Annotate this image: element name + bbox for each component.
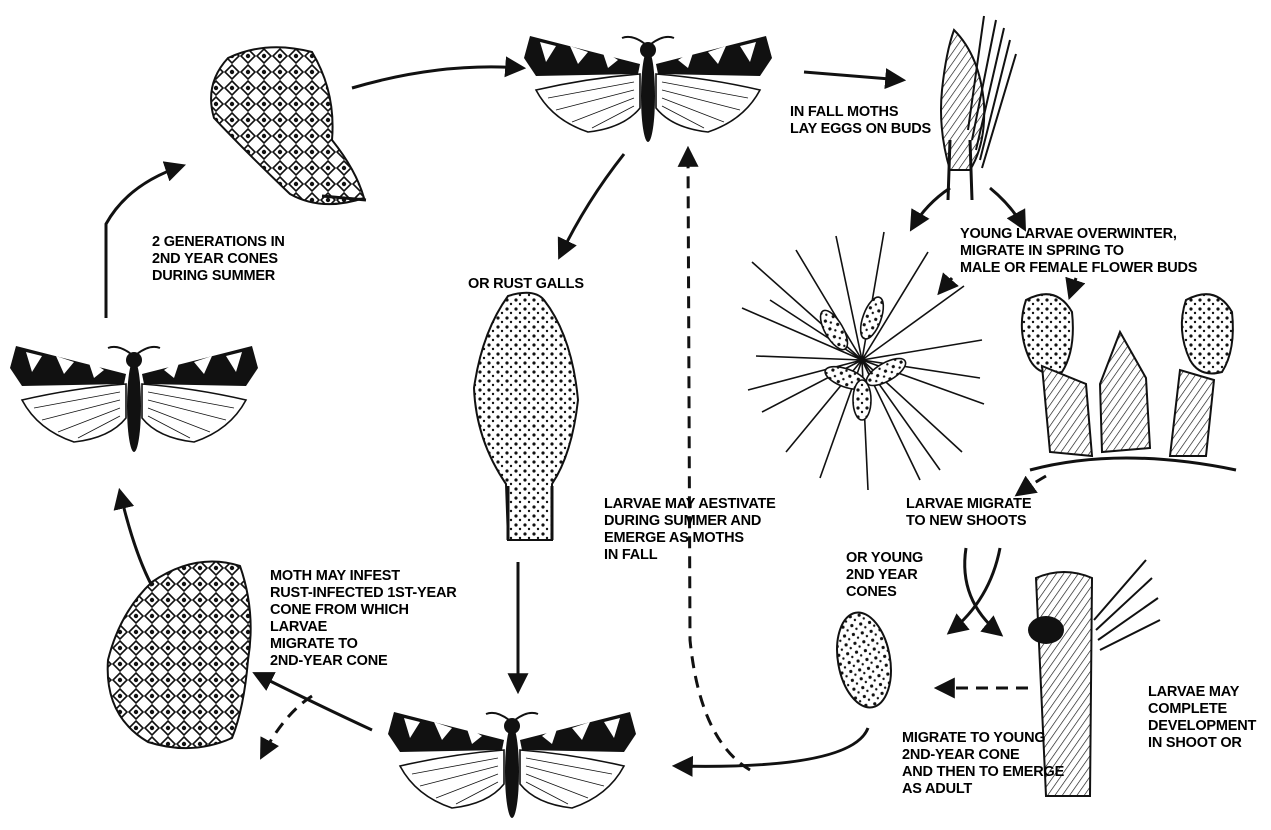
label-rust-galls: OR RUST GALLS <box>468 276 584 293</box>
moth-top <box>524 36 772 142</box>
label-migrate-young: MIGRATE TO YOUNG 2ND-YEAR CONE AND THEN … <box>902 730 1064 798</box>
moth-bottom <box>388 712 636 818</box>
label-rust-infected: MOTH MAY INFEST RUST-INFECTED 1ST-YEAR C… <box>270 568 457 670</box>
young-second-year-cone <box>830 608 898 712</box>
arrow-to-shoot <box>965 548 1000 634</box>
moth-left <box>10 346 258 452</box>
arrow-cone-to-moth <box>352 67 522 88</box>
arrow-to-adult <box>676 728 868 766</box>
female-flower-buds <box>1022 294 1236 470</box>
label-fall-eggs: IN FALL MOTHS LAY EGGS ON BUDS <box>790 104 931 138</box>
male-flower-cluster <box>742 232 984 490</box>
label-aestivate: LARVAE MAY AESTIVATE DURING SUMMER AND E… <box>604 496 776 564</box>
label-new-shoots: LARVAE MIGRATE TO NEW SHOOTS <box>906 496 1031 530</box>
arrow-moth-to-first-cone <box>256 674 372 730</box>
rust-gall <box>474 293 578 540</box>
label-young-cones: OR YOUNG 2ND YEAR CONES <box>846 550 923 601</box>
arrow-aestivate <box>688 150 750 770</box>
arrow-moth-to-gall <box>560 154 624 256</box>
label-complete-development: LARVAE MAY COMPLETE DEVELOPMENT IN SHOOT… <box>1148 684 1256 752</box>
first-year-cone-bottom <box>108 562 251 749</box>
dashed-arrows <box>262 150 1076 770</box>
second-year-cone-top <box>211 47 366 204</box>
arrow-to-cluster <box>940 278 952 292</box>
arrow-moth-to-bud <box>804 72 902 80</box>
arrow-bud-to-female <box>990 188 1024 228</box>
arrow-bud-to-cluster <box>912 188 950 228</box>
arrow-to-female <box>1070 278 1076 296</box>
arrow-to-young-cone <box>950 548 1000 632</box>
arrow-female-to-shoot <box>1018 476 1046 494</box>
arrow-exit <box>262 696 312 756</box>
arrow-cone-to-moth-left <box>120 492 152 586</box>
label-young-larvae: YOUNG LARVAE OVERWINTER, MIGRATE IN SPRI… <box>960 226 1197 277</box>
label-two-generations: 2 GENERATIONS IN 2ND YEAR CONES DURING S… <box>152 234 285 285</box>
pine-bud <box>941 16 1016 200</box>
